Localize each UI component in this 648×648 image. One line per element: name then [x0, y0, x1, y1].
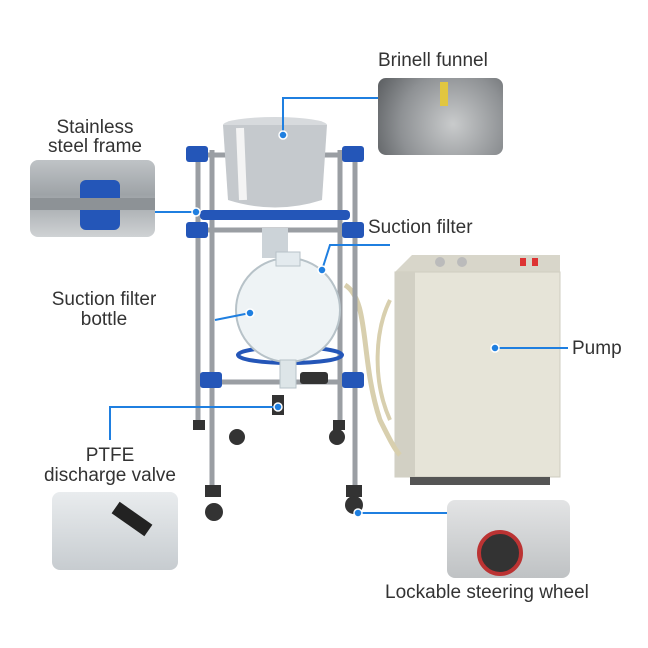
stainless-steel-frame [190, 150, 360, 490]
suction-filter-bottle [235, 251, 341, 389]
steering-wheel-photo [447, 500, 570, 578]
stainless-frame-photo [30, 160, 155, 237]
brinell-funnel [223, 117, 327, 208]
caster-wheels [193, 420, 363, 521]
label-suction-bottle-2: bottle [80, 309, 128, 330]
label-stainless-frame-1: Stainless [56, 117, 134, 138]
label-pump: Pump [572, 338, 622, 359]
ptfe-valve-photo [52, 492, 178, 570]
label-brinell-funnel: Brinell funnel [378, 50, 488, 71]
vacuum-pump [394, 255, 561, 485]
label-steering-wheel: Lockable steering wheel [385, 582, 589, 603]
label-ptfe-2: discharge valve [43, 465, 177, 486]
label-suction-bottle-1: Suction filter [51, 289, 157, 310]
callout-dots [191, 130, 500, 518]
label-suction-filter: Suction filter [368, 217, 473, 238]
callout-lines [109, 97, 568, 514]
brinell-funnel-photo [378, 78, 503, 155]
label-ptfe-1: PTFE [85, 445, 135, 466]
label-stainless-frame-2: steel frame [48, 136, 142, 157]
